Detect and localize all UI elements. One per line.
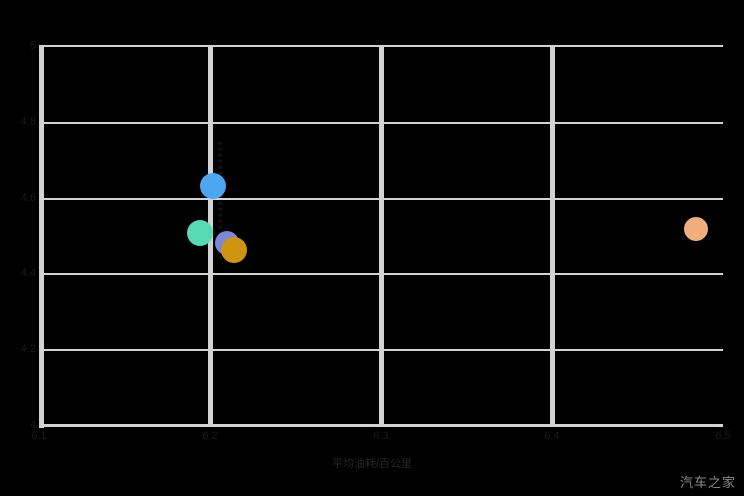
x-axis-title: 平均油耗/百公里: [331, 458, 413, 470]
bubble-gold[interactable]: [220, 237, 247, 264]
y-axis-tick-labels: 5 4.8 4.6 4.4 4.2 4: [0, 0, 36, 496]
y-axis-tick-label: 5: [29, 40, 36, 52]
y-axis-line: [39, 47, 44, 428]
plot-area: [39, 47, 723, 426]
x-axis-tick-label: 6.3: [373, 430, 389, 442]
gridline-vertical: [379, 47, 384, 426]
x-axis-tick-label: 6.2: [202, 430, 218, 442]
bubble-teal[interactable]: [186, 220, 213, 247]
y-axis-tick-label: 4.6: [20, 191, 36, 204]
watermark-autohome: 汽车之家: [679, 475, 736, 490]
x-axis-tick-label: 6.1: [31, 430, 47, 442]
bubble-blue[interactable]: [200, 173, 227, 200]
x-axis-tick-label: 6.5: [715, 430, 731, 442]
gridline-vertical: [550, 47, 555, 426]
y-axis-tick-label: 4.2: [20, 343, 36, 356]
y-axis-tick-label: 4.8: [20, 115, 36, 128]
y-axis-tick-label: 4: [29, 419, 36, 431]
bubble-peach[interactable]: [683, 216, 708, 241]
x-axis-tick-label: 6.4: [544, 430, 560, 442]
plot-top-border: [39, 45, 723, 47]
y-axis-tick-label: 4.4: [20, 267, 36, 280]
